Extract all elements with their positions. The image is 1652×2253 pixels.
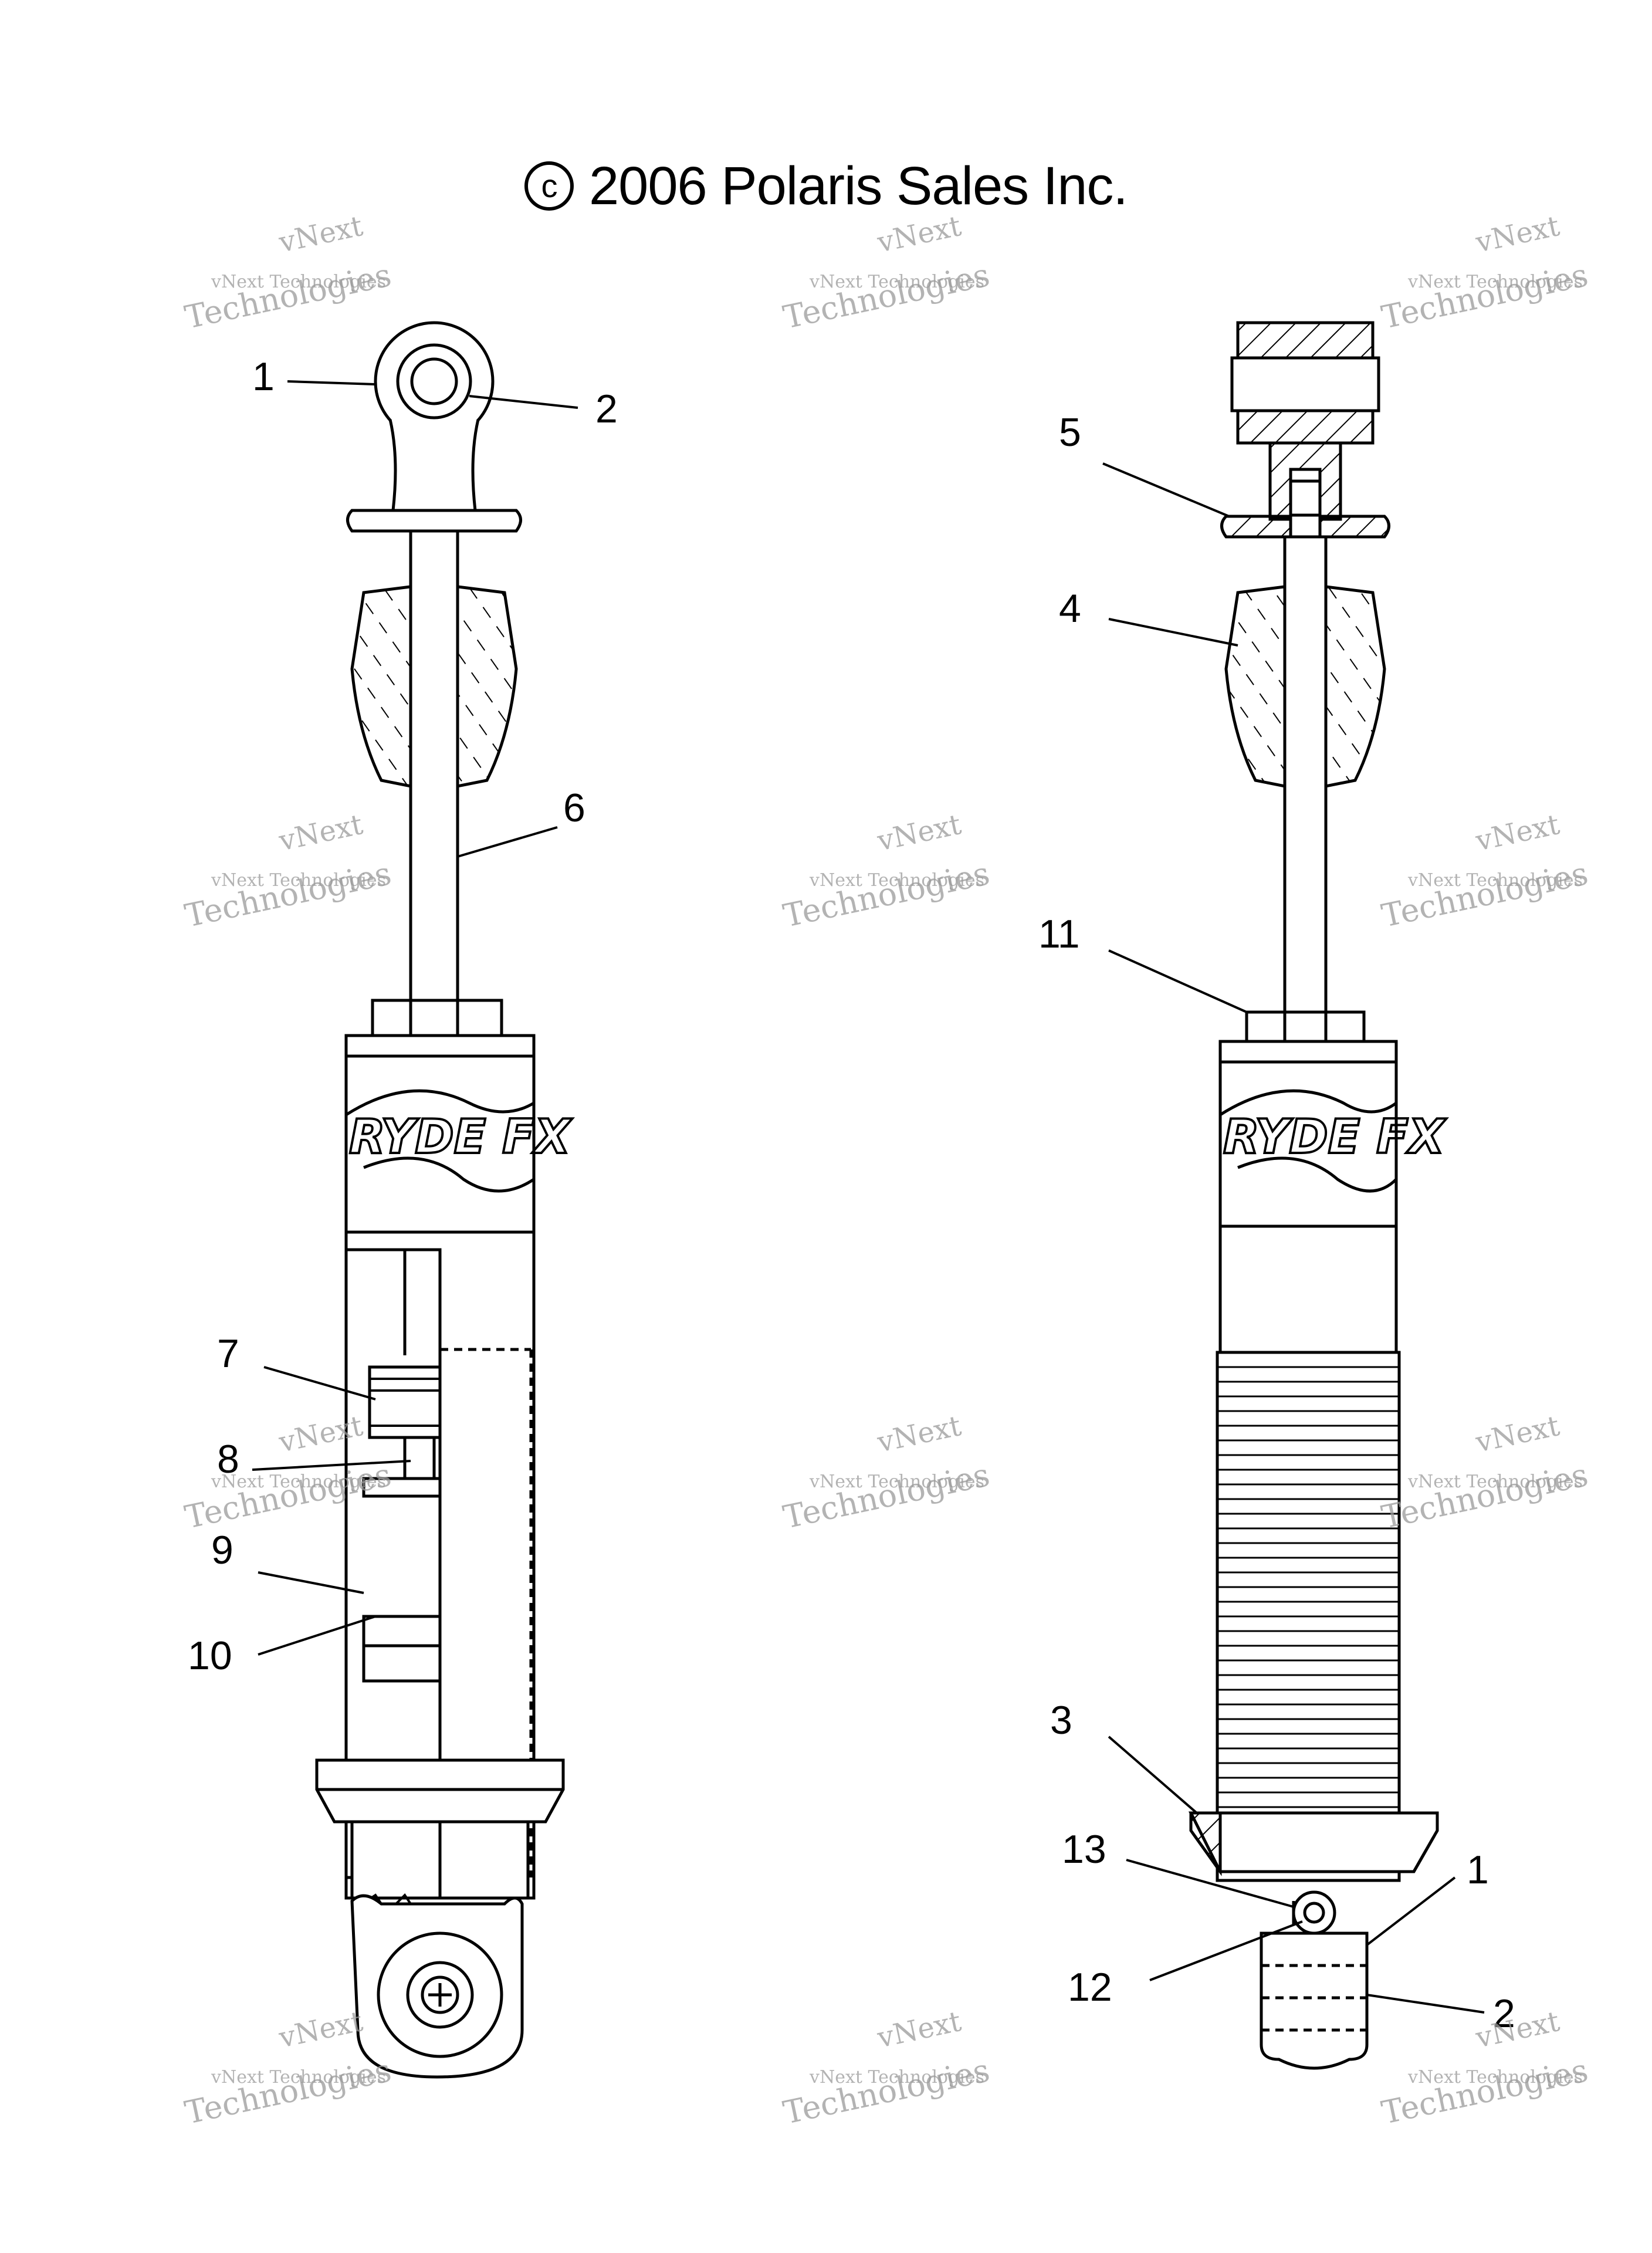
- callout-1-left: 1: [252, 354, 275, 399]
- svg-text:Technologies: Technologies: [1379, 1456, 1592, 1536]
- right-shock-body: [1218, 1040, 1398, 1354]
- svg-text:Technologies: Technologies: [780, 855, 993, 935]
- svg-text:vNext Technologies: vNext Technologies: [809, 272, 984, 292]
- svg-text:vNext: vNext: [1472, 808, 1562, 858]
- svg-text:vNext Technologies: vNext Technologies: [211, 870, 386, 891]
- svg-text:vNext Technologies: vNext Technologies: [809, 1471, 984, 1492]
- left-shaft: [409, 529, 459, 1002]
- callout-10-left: 10: [188, 1633, 232, 1678]
- svg-text:vNext Technologies: vNext Technologies: [1407, 2067, 1583, 2088]
- svg-text:RYDE FX: RYDE FX: [1223, 1109, 1447, 1164]
- callout-2-right: 2: [1493, 1991, 1515, 2036]
- watermark-tile: vNext vNext Technologies Technologies: [1379, 2005, 1592, 2132]
- left-top-eye: [346, 321, 522, 533]
- watermark-tile: vNext vNext Technologies Technologies: [1379, 808, 1592, 935]
- watermark-tile: vNext vNext Technologies Technologies: [182, 808, 395, 935]
- right-top-mount: [1230, 321, 1380, 521]
- right-callouts: 5 4 11 3 13 12 1 2: [1038, 410, 1515, 2036]
- svg-text:vNext Technologies: vNext Technologies: [809, 2067, 984, 2088]
- watermark-tile: vNext vNext Technologies Technologies: [780, 209, 993, 336]
- svg-text:vNext Technologies: vNext Technologies: [211, 1471, 386, 1492]
- right-shaft: [1283, 535, 1328, 1014]
- callout-9-left: 9: [211, 1528, 233, 1572]
- svg-text:vNext Technologies: vNext Technologies: [1407, 272, 1583, 292]
- callout-11-right: 11: [1038, 912, 1080, 956]
- left-shock: RYDE FX: [315, 321, 574, 2079]
- watermark-tile: vNext vNext Technologies Technologies: [780, 808, 993, 935]
- svg-text:Technologies: Technologies: [182, 855, 395, 935]
- left-callouts: 1 2 6 7 8 9 10: [188, 354, 618, 1678]
- svg-text:Technologies: Technologies: [1379, 256, 1592, 336]
- svg-text:vNext: vNext: [276, 808, 365, 858]
- callout-7-left: 7: [217, 1331, 239, 1376]
- svg-text:Technologies: Technologies: [182, 2052, 395, 2132]
- copyright-notice: c 2006 Polaris Sales Inc.: [0, 155, 1652, 217]
- svg-text:Technologies: Technologies: [780, 2052, 993, 2132]
- svg-text:vNext: vNext: [1472, 209, 1562, 259]
- callout-4-right: 4: [1059, 586, 1081, 631]
- callout-5-right: 5: [1059, 410, 1081, 455]
- left-leader-lines: [252, 380, 578, 1656]
- left-floating-piston: [362, 1615, 442, 1648]
- watermark-tile: vNext vNext Technologies Technologies: [182, 2005, 395, 2132]
- svg-text:vNext: vNext: [1472, 1409, 1562, 1459]
- svg-text:vNext Technologies: vNext Technologies: [809, 870, 984, 891]
- watermark-tile: vNext vNext Technologies Technologies: [780, 2005, 993, 2132]
- watermark-tile: vNext vNext Technologies Technologies: [780, 1409, 993, 1536]
- callout-13-right: 13: [1062, 1827, 1106, 1872]
- right-brand-decal: RYDE FX: [1219, 1089, 1448, 1193]
- svg-text:Technologies: Technologies: [780, 256, 993, 336]
- svg-text:vNext: vNext: [874, 2005, 964, 2055]
- right-bump-stop: [1224, 585, 1386, 789]
- callout-2-left: 2: [595, 387, 618, 431]
- svg-text:RYDE FX: RYDE FX: [349, 1109, 573, 1164]
- callout-8-left: 8: [217, 1437, 239, 1481]
- svg-text:vNext Technologies: vNext Technologies: [1407, 870, 1583, 891]
- svg-text:vNext Technologies: vNext Technologies: [1407, 1471, 1583, 1492]
- svg-text:Technologies: Technologies: [780, 1456, 993, 1536]
- svg-text:vNext: vNext: [276, 2005, 365, 2055]
- right-grease-fitting: [1292, 1890, 1336, 1935]
- right-bottom-eye: [1260, 1931, 1369, 2070]
- callout-6-left: 6: [563, 786, 585, 830]
- watermark-tile: vNext vNext Technologies Technologies: [182, 209, 395, 336]
- svg-text:vNext: vNext: [874, 209, 964, 259]
- svg-text:vNext: vNext: [874, 808, 964, 858]
- svg-text:vNext Technologies: vNext Technologies: [211, 272, 386, 292]
- left-brand-decal: RYDE FX: [345, 1089, 574, 1193]
- copyright-text: 2006 Polaris Sales Inc.: [589, 156, 1128, 216]
- svg-text:vNext: vNext: [1472, 2005, 1562, 2055]
- copyright-symbol: c: [524, 161, 574, 211]
- right-leader-lines: [1102, 462, 1485, 2014]
- watermark-tile: vNext vNext Technologies Technologies: [1379, 1409, 1592, 1536]
- callout-3-right: 3: [1050, 1698, 1072, 1743]
- watermark-tile: vNext vNext Technologies Technologies: [1379, 209, 1592, 336]
- svg-text:vNext: vNext: [874, 1409, 964, 1459]
- left-bump-stop: [350, 585, 518, 789]
- right-shock: RYDE FX: [1188, 321, 1448, 2070]
- svg-text:vNext Technologies: vNext Technologies: [211, 2067, 386, 2088]
- svg-text:vNext: vNext: [276, 209, 365, 259]
- svg-text:Technologies: Technologies: [1379, 855, 1592, 935]
- svg-text:Technologies: Technologies: [1379, 2052, 1592, 2132]
- svg-text:Technologies: Technologies: [182, 256, 395, 336]
- callout-12-right: 12: [1068, 1965, 1112, 2010]
- callout-1-right: 1: [1467, 1848, 1489, 1892]
